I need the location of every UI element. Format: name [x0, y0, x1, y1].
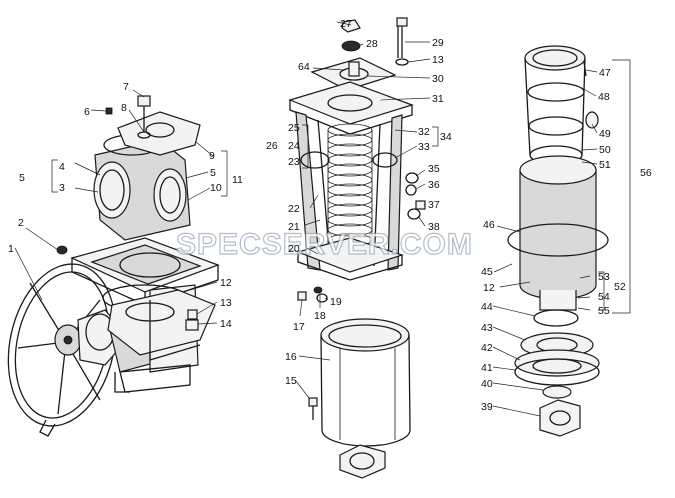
callout-56: 56 [640, 167, 652, 179]
callout-24: 24 [288, 140, 300, 152]
callout-17: 17 [293, 321, 305, 333]
callout-23: 23 [288, 156, 300, 168]
callout-41: 41 [481, 362, 493, 374]
callout-46: 46 [483, 219, 495, 231]
spring-cage-assembly [288, 17, 426, 479]
callout-3: 3 [59, 182, 65, 194]
callout-20: 20 [288, 243, 300, 255]
callout-36: 36 [428, 179, 440, 191]
callout-33: 33 [418, 141, 430, 153]
callout-9: 9 [209, 150, 215, 162]
callout-8: 8 [121, 102, 127, 114]
callout-15: 15 [285, 375, 297, 387]
leader-lines [14, 21, 631, 417]
callout-10: 10 [210, 182, 222, 194]
callout-30: 30 [432, 73, 444, 85]
callout-35: 35 [428, 163, 440, 175]
callout-47: 47 [599, 67, 611, 79]
callout-55: 55 [598, 305, 610, 317]
callout-12: 12 [220, 277, 232, 289]
callout-49: 49 [599, 128, 611, 140]
callout-39: 39 [481, 401, 493, 413]
callout-11: 11 [232, 174, 243, 186]
callout-28: 28 [366, 38, 378, 50]
callout-64: 64 [298, 61, 310, 73]
callout-52: 52 [614, 281, 626, 293]
housing [56, 95, 220, 361]
callout-32: 32 [418, 126, 430, 138]
callout-26: 26 [266, 140, 278, 152]
callout-31: 31 [432, 93, 444, 105]
callout-38: 38 [428, 221, 440, 233]
callout-34: 34 [440, 131, 452, 143]
callout-27: 27 [340, 18, 352, 30]
callout-21: 21 [288, 221, 300, 233]
callout-44: 44 [481, 301, 493, 313]
sleeve-assembly [507, 45, 609, 437]
callout-42: 42 [481, 342, 493, 354]
callout-labels: 1 2 3 4 5 6 7 8 9 5 10 11 12 13 14 27 28… [8, 18, 652, 413]
callout-5b: 5 [210, 167, 216, 179]
callout-6: 6 [84, 106, 90, 118]
callout-5: 5 [19, 172, 25, 184]
callout-13b: 13 [432, 54, 444, 66]
callout-54: 54 [598, 291, 610, 303]
callout-48: 48 [598, 91, 610, 103]
callout-43: 43 [481, 322, 493, 334]
callout-40: 40 [481, 378, 493, 390]
callout-29: 29 [432, 37, 444, 49]
callout-37: 37 [428, 199, 440, 211]
callout-12b: 12 [483, 282, 495, 294]
callout-53: 53 [598, 271, 610, 283]
callout-45: 45 [481, 266, 493, 278]
callout-19: 19 [330, 296, 342, 308]
callout-25: 25 [288, 122, 300, 134]
callout-13: 13 [220, 297, 232, 309]
callout-1: 1 [8, 243, 14, 255]
callout-14: 14 [220, 318, 232, 330]
callout-18: 18 [314, 310, 326, 322]
callout-50: 50 [599, 144, 611, 156]
callout-22: 22 [288, 203, 300, 215]
callout-51: 51 [599, 159, 611, 171]
watermark-text: SPECSERVER.COM [176, 228, 473, 261]
callout-16: 16 [285, 351, 297, 363]
callout-7: 7 [123, 81, 129, 93]
callout-4: 4 [59, 161, 65, 173]
callout-2: 2 [18, 217, 24, 229]
